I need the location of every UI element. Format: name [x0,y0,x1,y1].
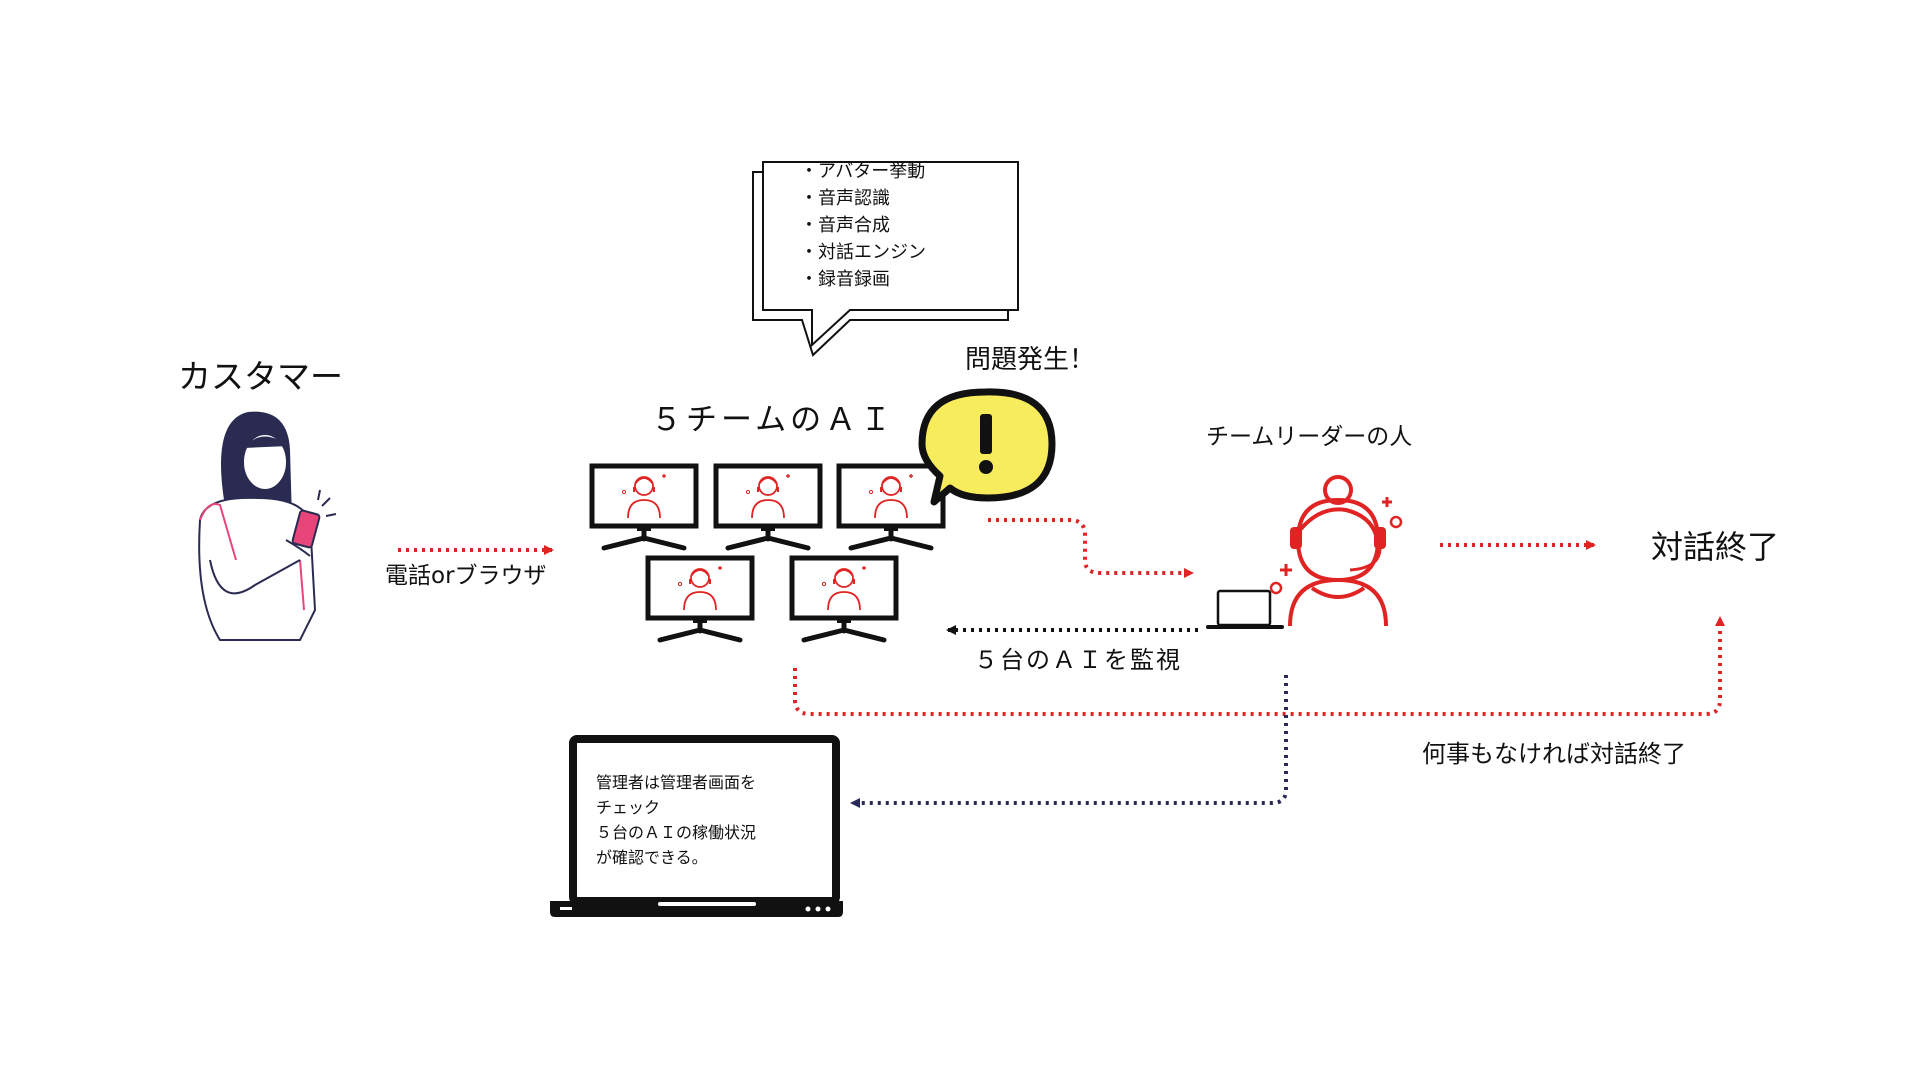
end-if-nothing-label: 何事もなければ対話終了 [1422,740,1686,768]
team-leader-headset-icon [1269,475,1403,627]
alert-exclamation-icon [918,388,1056,506]
customer-label: カスタマー [178,357,343,396]
arrow-leader-to-admin [850,675,1288,808]
ai-monitor-4 [648,558,752,640]
ai-monitor-5 [792,558,896,640]
customer-icon [198,411,337,641]
admin-note-line: ５台のＡＩの稼働状況 [596,823,757,842]
feature-item: 対話エンジン [800,239,926,266]
admin-screen-text: 管理者は管理者画面を チェック ５台のＡＩの稼働状況 が確認できる。 [596,770,811,870]
ai-team-label: ５チームのＡＩ [651,402,896,438]
conversation-end-label: 対話終了 [1651,528,1780,566]
feature-item: アバター挙動 [800,158,926,185]
monitor-ai-label: ５台のＡＩを監視 [974,646,1182,674]
problem-label: 問題発生！ [965,345,1096,375]
feature-item: 音声合成 [800,212,926,239]
arrow-ai-to-leader [988,518,1194,578]
ai-monitor-3 [839,466,943,548]
ai-monitor-2 [716,466,820,548]
admin-note-line: が確認できる。 [596,848,708,867]
admin-note-line: チェック [596,798,661,817]
feature-item: 音声認識 [800,185,926,212]
admin-note-line: 管理者は管理者画面を [596,773,757,792]
phone-or-browser-label: 電話orブラウザ [385,563,547,589]
arrow-nothing-to-end [793,616,1725,716]
feature-list: アバター挙動 音声認識 音声合成 対話エンジン 録音録画 [800,158,926,293]
feature-item: 録音録画 [800,266,926,293]
team-leader-label: チームリーダーの人 [1206,424,1413,450]
admin-laptop-icon [550,735,843,917]
ai-monitor-1 [592,466,696,548]
leader-laptop-icon [1206,589,1284,629]
